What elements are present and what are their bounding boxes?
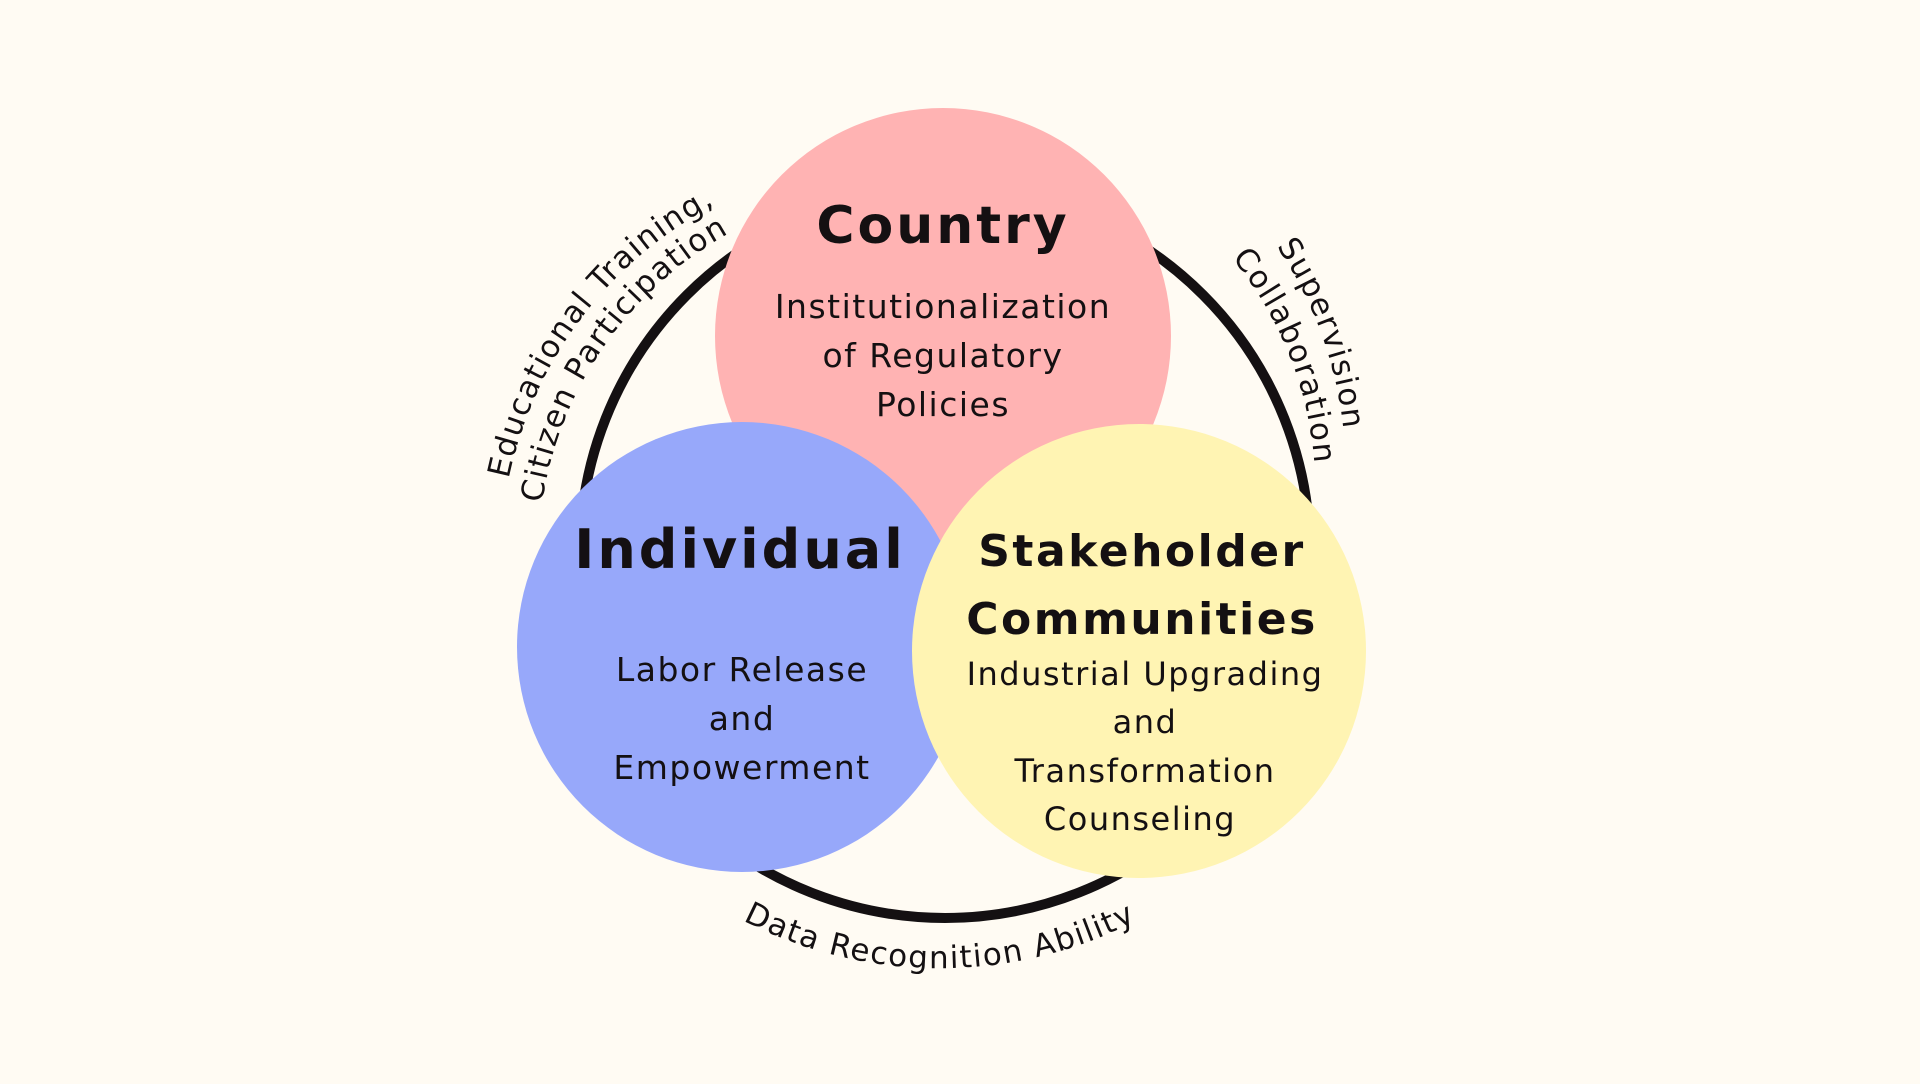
individual-circle (517, 422, 967, 872)
stakeholder-title-line-1: Stakeholder (978, 526, 1306, 577)
stakeholder-circle (912, 424, 1366, 878)
stakeholder-line-4: Counseling (1044, 800, 1236, 838)
individual-line-3: Empowerment (613, 748, 870, 787)
stakeholder-title-line-2: Communities (966, 594, 1318, 645)
individual-line-2: and (709, 699, 776, 738)
stakeholder-line-3: Transformation (1013, 752, 1275, 790)
stakeholder-line-2: and (1113, 703, 1178, 741)
country-line-1: Institutionalization (775, 287, 1111, 326)
country-line-2: of Regulatory (822, 336, 1063, 375)
individual-line-1: Labor Release (616, 650, 868, 689)
stakeholder-line-1: Industrial Upgrading (967, 655, 1324, 693)
country-title: Country (816, 196, 1069, 256)
bottom-arc-label: Data Recognition Ability (739, 895, 1141, 976)
individual-title: Individual (574, 518, 905, 581)
country-line-3: Policies (876, 385, 1010, 424)
